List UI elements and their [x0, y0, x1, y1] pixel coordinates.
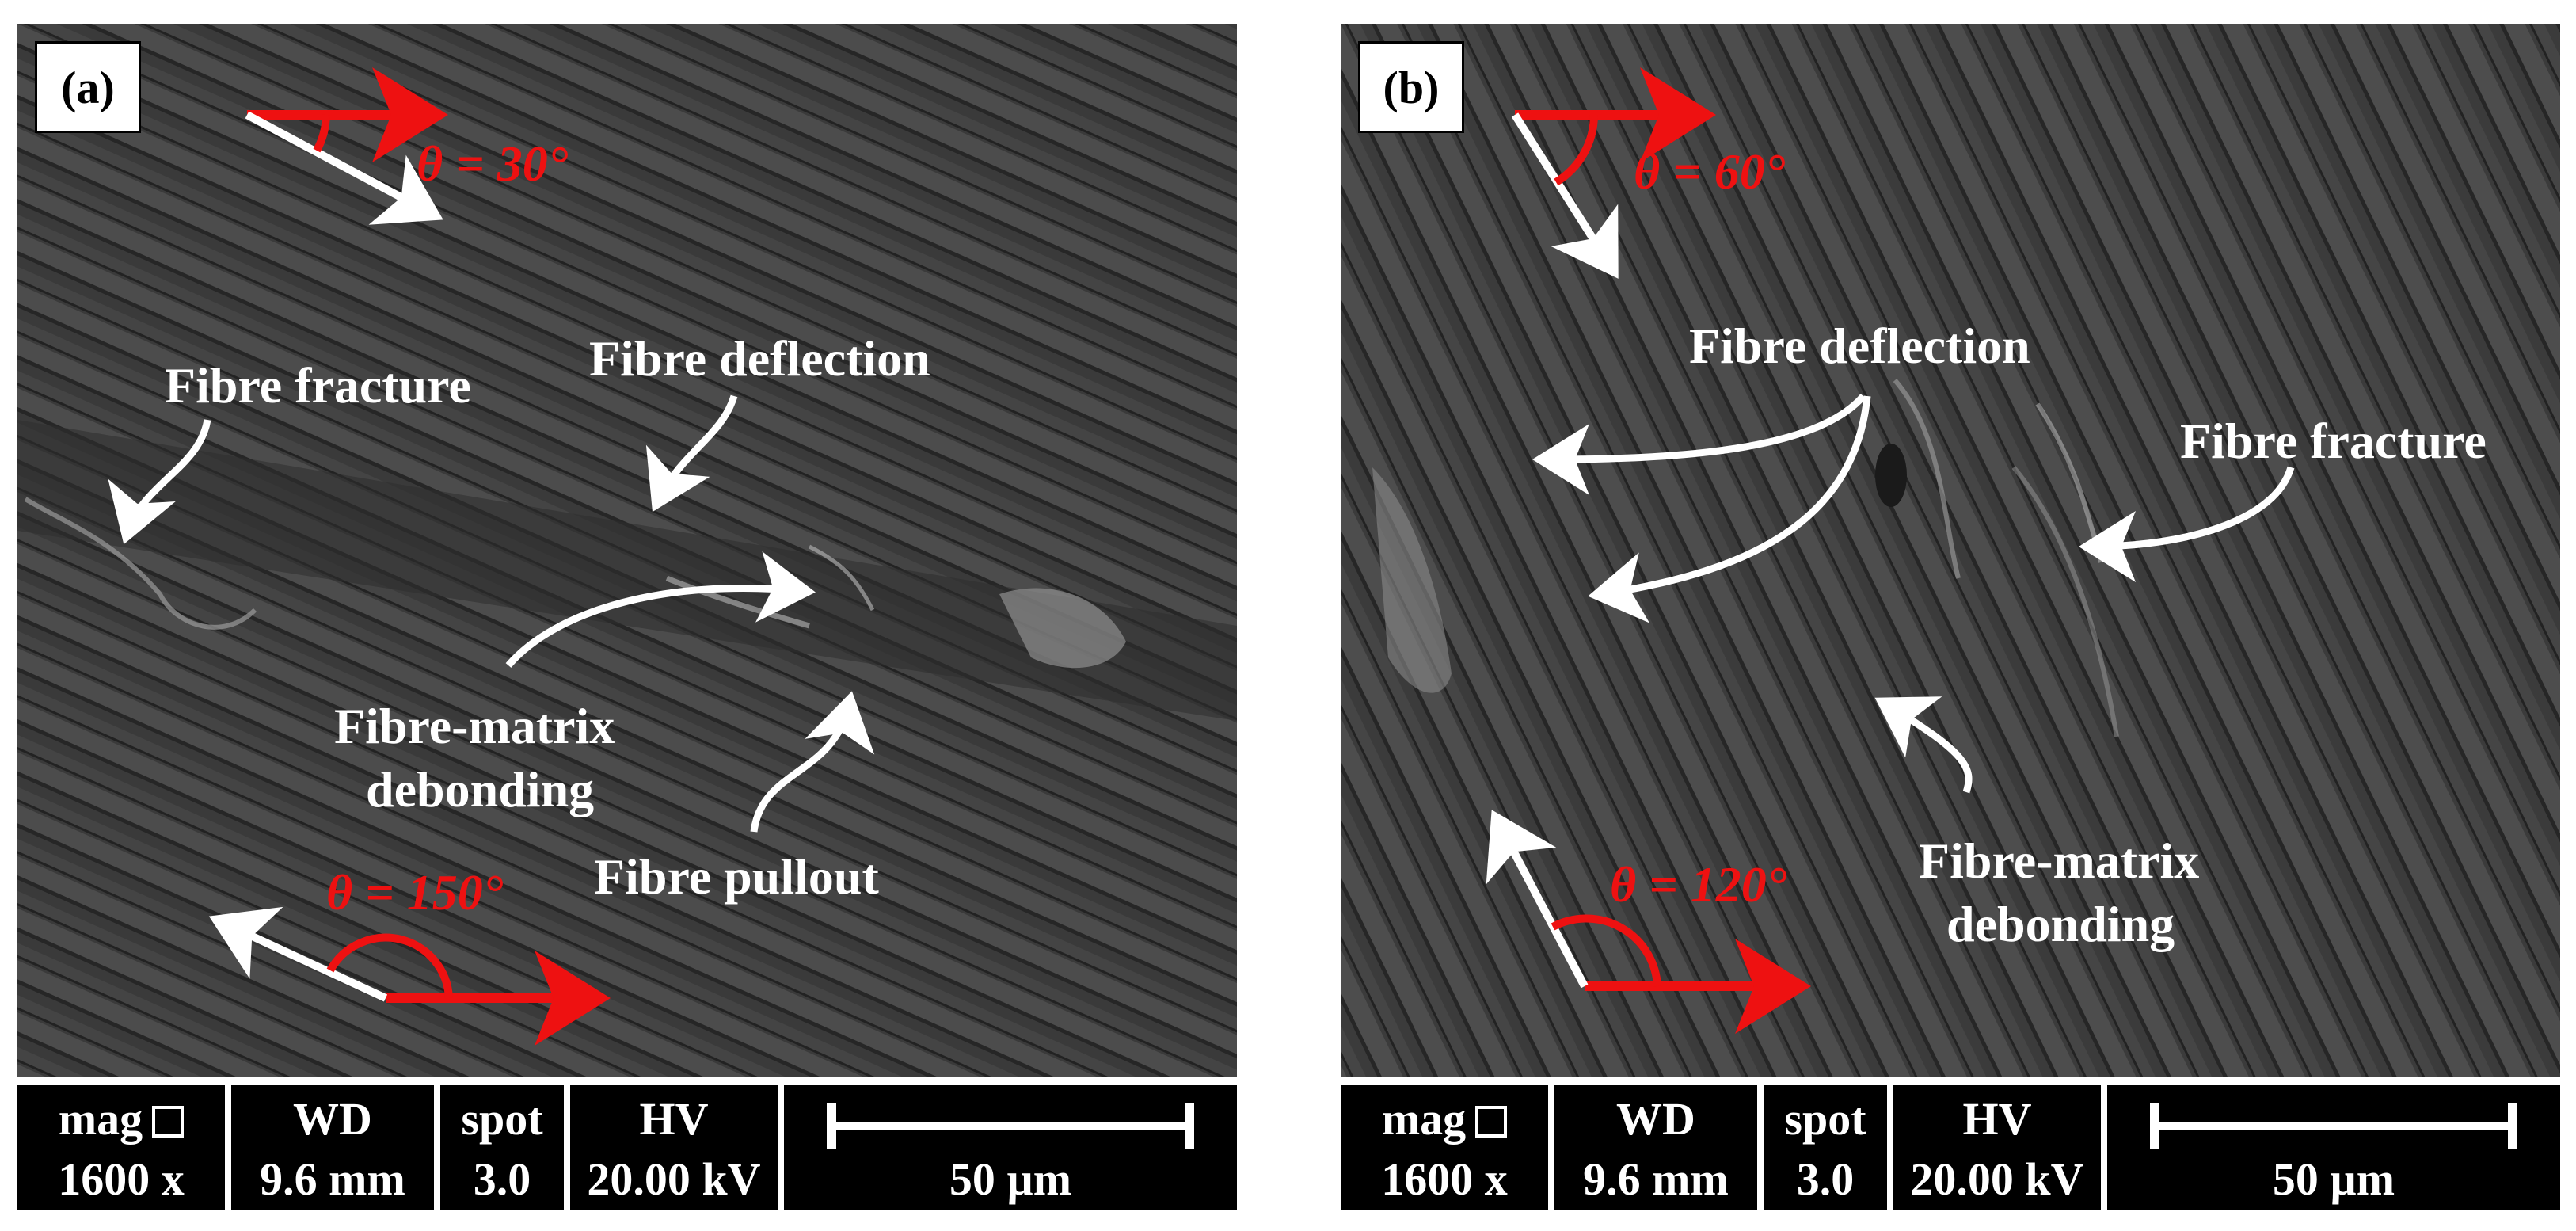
databar-mag-a: mag 1600 x	[17, 1085, 225, 1210]
scale-bar-cap-right	[1185, 1103, 1194, 1149]
databar-hv-b: HV 20.00 kV	[1893, 1085, 2101, 1210]
mag-label: mag	[58, 1093, 143, 1145]
angle-label-top-a: θ = 30°	[417, 135, 569, 192]
angle-label-bottom-b: θ = 120°	[1610, 856, 1787, 913]
wd-label: WD	[1616, 1093, 1695, 1145]
panel-a: (a) θ = 30° θ = 150° Fibre fracture Fibr…	[17, 24, 1237, 1212]
sem-databar-a: mag 1600 x WD 9.6 mm spot 3.0 HV 20.00 k…	[17, 1085, 1237, 1210]
scale-bar-cap-left	[2150, 1103, 2159, 1149]
annotation-fibre-fracture-b: Fibre fracture	[2180, 413, 2487, 469]
databar-wd-a: WD 9.6 mm	[231, 1085, 434, 1210]
wd-value: 9.6 mm	[260, 1153, 405, 1205]
arrow-debonding-a	[505, 551, 816, 668]
angle-label-bottom-a: θ = 150°	[326, 864, 504, 920]
mag-label: mag	[1381, 1093, 1467, 1145]
databar-scale-b: 50 µm	[2107, 1085, 2560, 1210]
arrow-debonding-b	[1874, 696, 1973, 794]
mag-value: 1600 x	[58, 1153, 185, 1205]
panel-label-a: (a)	[35, 41, 141, 133]
databar-hv-a: HV 20.00 kV	[570, 1085, 778, 1210]
scale-value: 50 µm	[949, 1153, 1072, 1205]
annotation-overlay-b	[1486, 67, 2295, 1034]
arrow-fibre-fracture-b	[2079, 466, 2295, 582]
scale-value: 50 µm	[2272, 1153, 2395, 1205]
angle-indicator-top-a	[245, 67, 448, 225]
annotation-debonding-b: debonding	[1946, 896, 2175, 952]
annotation-fibre-matrix-b: Fibre-matrix	[1919, 833, 2200, 889]
sem-databar-b: mag 1600 x WD 9.6 mm spot 3.0 HV 20.00 k…	[1341, 1085, 2560, 1210]
databar-wd-b: WD 9.6 mm	[1554, 1085, 1757, 1210]
annotation-fibre-deflection-b: Fibre deflection	[1689, 318, 2030, 374]
spot-value: 3.0	[473, 1153, 531, 1205]
hv-value: 20.00 kV	[587, 1153, 761, 1205]
arrow-fibre-deflection-upper-b	[1532, 394, 1866, 495]
panel-b: (b) θ = 60° θ = 120° Fibre deflection Fi…	[1341, 24, 2560, 1212]
angle-indicator-bottom-b	[1486, 810, 1811, 1034]
arrow-fibre-fracture-a	[108, 419, 211, 545]
scale-bar-cap-left	[827, 1103, 836, 1149]
annotation-overlay-a	[108, 67, 875, 1046]
fibre-texture-a	[17, 24, 1237, 1077]
scale-bar	[2155, 1122, 2513, 1130]
databar-spot-b: spot 3.0	[1764, 1085, 1887, 1210]
wd-label: WD	[293, 1093, 372, 1145]
annotation-debonding-a: debonding	[366, 761, 595, 817]
angle-indicator-bottom-a	[208, 906, 611, 1046]
hv-label: HV	[639, 1093, 709, 1145]
annotation-fibre-deflection-a: Fibre deflection	[589, 330, 930, 387]
databar-spot-a: spot 3.0	[440, 1085, 564, 1210]
panel-label-b: (b)	[1358, 41, 1464, 133]
angle-indicator-top-b	[1511, 67, 1716, 279]
spot-label: spot	[461, 1093, 543, 1145]
arrow-fibre-pullout-a	[750, 691, 875, 833]
angle-label-top-b: θ = 60°	[1634, 143, 1786, 200]
sem-image-a: (a) θ = 30° θ = 150° Fibre fracture Fibr…	[17, 24, 1237, 1077]
arrow-fibre-deflection-lower-b	[1588, 395, 1871, 623]
databar-mag-b: mag 1600 x	[1341, 1085, 1548, 1210]
arrow-fibre-deflection-a	[645, 394, 738, 513]
spot-value: 3.0	[1796, 1153, 1855, 1205]
annotation-fibre-matrix-a: Fibre-matrix	[334, 698, 615, 754]
wd-value: 9.6 mm	[1583, 1153, 1729, 1205]
annotation-fibre-fracture-a: Fibre fracture	[165, 357, 471, 414]
databar-scale-a: 50 µm	[784, 1085, 1237, 1210]
hv-label: HV	[1962, 1093, 2032, 1145]
hv-value: 20.00 kV	[1910, 1153, 2084, 1205]
scale-bar	[831, 1122, 1189, 1130]
sem-image-b: (b) θ = 60° θ = 120° Fibre deflection Fi…	[1341, 24, 2560, 1077]
square-icon	[1475, 1106, 1508, 1138]
spot-label: spot	[1784, 1093, 1866, 1145]
square-icon	[152, 1106, 185, 1138]
mag-value: 1600 x	[1381, 1153, 1508, 1205]
annotation-fibre-pullout-a: Fibre pullout	[594, 848, 879, 905]
scale-bar-cap-right	[2508, 1103, 2517, 1149]
